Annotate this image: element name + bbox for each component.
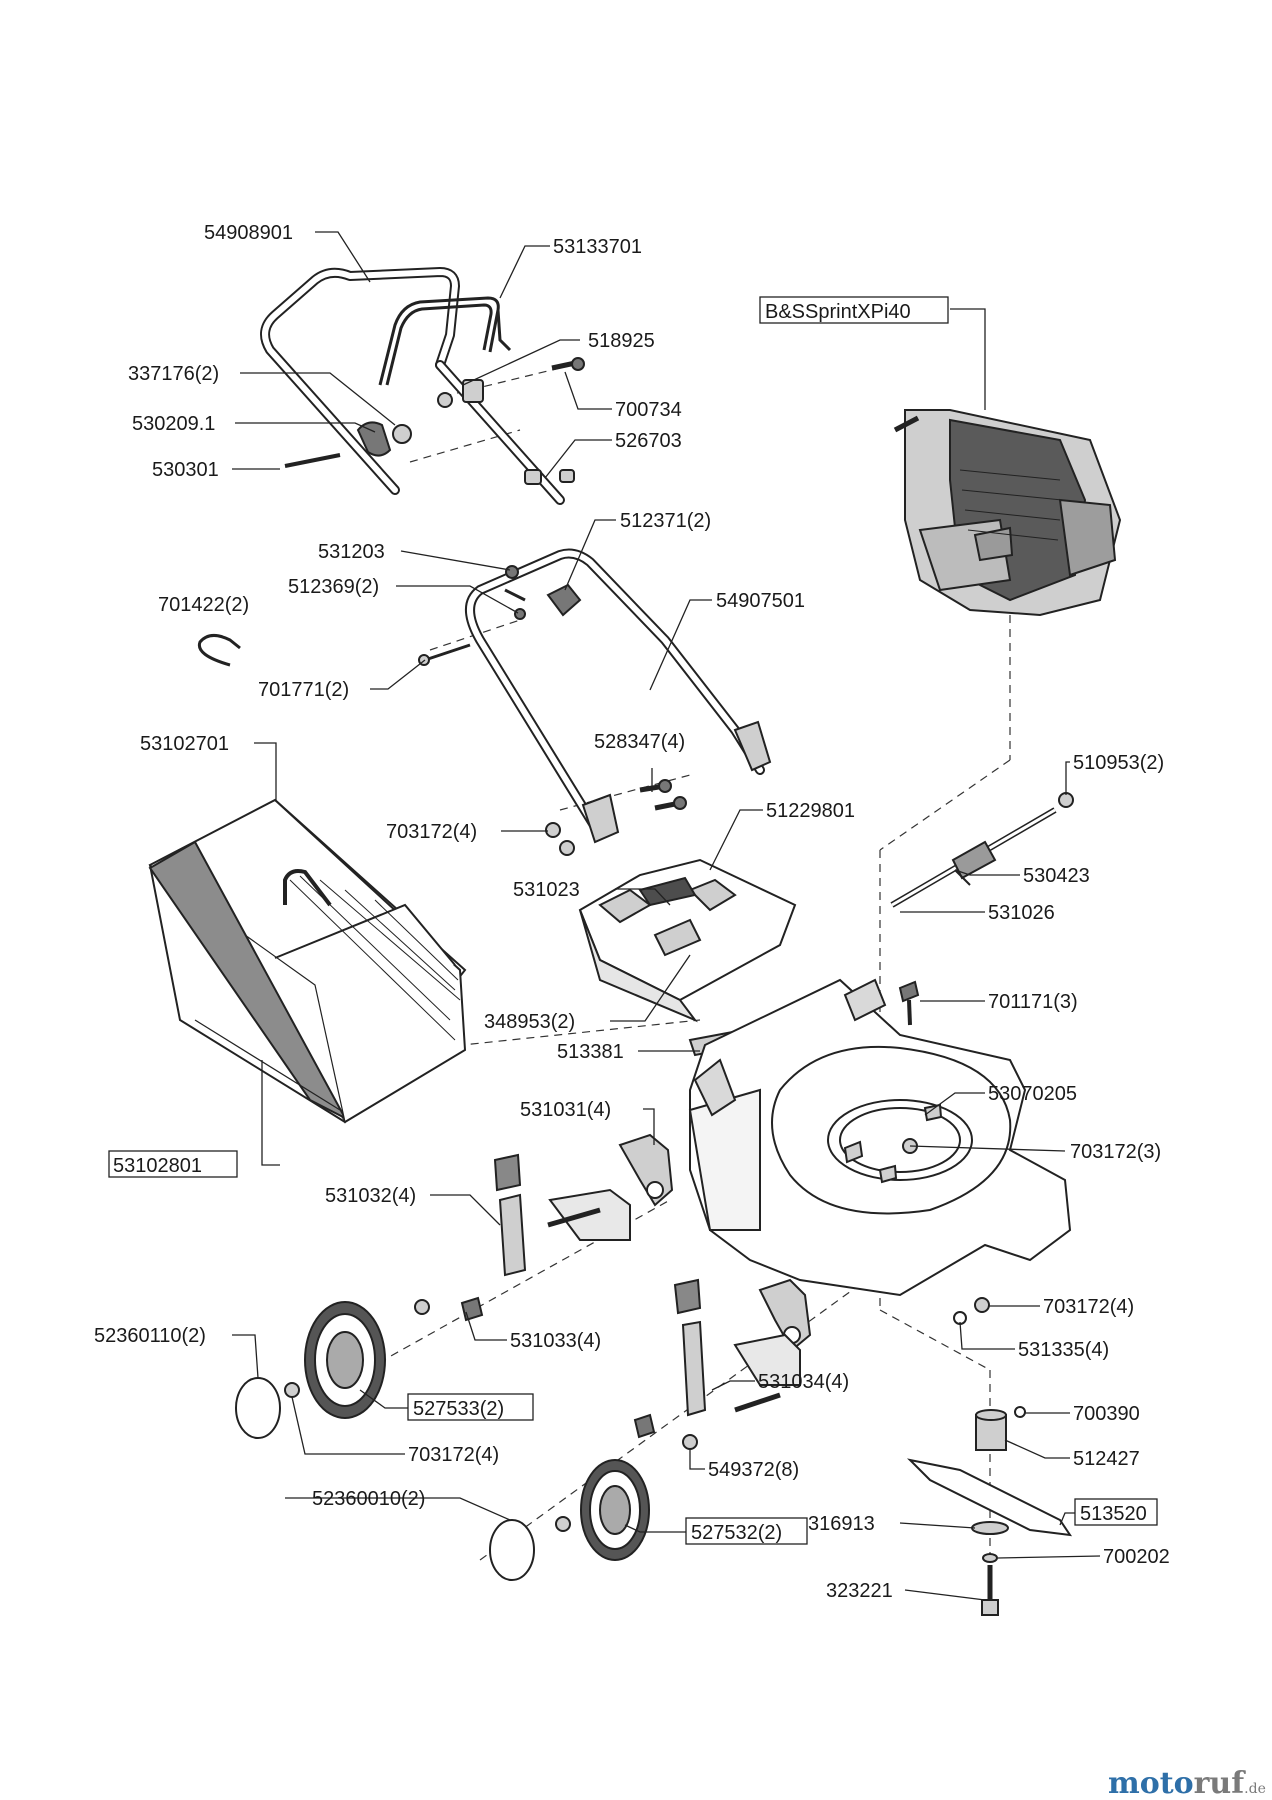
handle-bolts <box>545 779 687 856</box>
label-700390: 700390 <box>1073 1403 1140 1425</box>
label-703172-c: 703172(4) <box>1043 1296 1134 1318</box>
label-549372: 549372(8) <box>708 1459 799 1481</box>
svg-text:motoruf.de: motoruf.de <box>1108 1766 1266 1800</box>
label-53133701: 53133701 <box>553 236 642 258</box>
clip-part <box>197 634 241 667</box>
label-531203: 531203 <box>318 541 385 563</box>
label-510953: 510953(2) <box>1073 752 1164 774</box>
label-530423: 530423 <box>1023 865 1090 887</box>
lower-handle-part <box>418 548 772 844</box>
label-52360010: 52360010(2) <box>312 1488 425 1510</box>
label-512371: 512371(2) <box>620 510 711 532</box>
front-hubcap-part <box>489 1519 535 1581</box>
label-528347: 528347(4) <box>594 731 685 753</box>
label-531031: 531031(4) <box>520 1099 611 1121</box>
label-513520: 513520 <box>1080 1503 1147 1525</box>
label-701171: 701171(3) <box>988 991 1078 1013</box>
watermark-tld: .de <box>1244 1781 1266 1797</box>
label-53102701: 53102701 <box>140 733 229 755</box>
label-703172-d: 703172(4) <box>408 1444 499 1466</box>
upper-handle-part <box>260 267 565 505</box>
axle-part <box>890 792 1074 908</box>
label-530301: 530301 <box>152 459 219 481</box>
label-513381: 513381 <box>557 1041 624 1063</box>
grass-catcher-part <box>148 798 467 1124</box>
label-703172-a: 703172(4) <box>386 821 477 843</box>
watermark-brand-b: ruf <box>1194 1766 1247 1800</box>
label-527532: 527532(2) <box>691 1522 782 1544</box>
label-53102801: 53102801 <box>113 1155 202 1177</box>
engine-part <box>893 409 1122 617</box>
rear-wheel-part <box>284 1301 386 1419</box>
label-54908901: 54908901 <box>204 222 293 244</box>
label-530209-1: 530209.1 <box>132 413 215 435</box>
front-wheel-part <box>555 1459 650 1561</box>
label-531033: 531033(4) <box>510 1330 601 1352</box>
deck-bolt-part <box>898 980 920 1026</box>
label-337176: 337176(2) <box>128 363 219 385</box>
watermark-brand-a: moto <box>1108 1766 1194 1800</box>
boxed-label-frames <box>108 296 1158 1545</box>
label-526703: 526703 <box>615 430 682 452</box>
control-bar-part <box>378 296 512 386</box>
height-adjuster-parts <box>414 1133 812 1450</box>
top-small-parts <box>284 357 585 485</box>
part-number-labels: 54908901 53133701 518925 337176(2) 70073… <box>94 222 1170 1602</box>
label-531023: 531023 <box>513 879 580 901</box>
label-52360110: 52360110(2) <box>94 1325 206 1347</box>
label-53070205: 53070205 <box>988 1083 1077 1105</box>
watermark-logo: motoruf.de <box>1108 1766 1266 1800</box>
label-518925: 518925 <box>588 330 655 352</box>
mower-deck-part <box>688 978 1072 1297</box>
label-703172-b: 703172(3) <box>1070 1141 1161 1163</box>
label-316913: 316913 <box>808 1513 875 1535</box>
label-54907501: 54907501 <box>716 590 805 612</box>
label-512427: 512427 <box>1073 1448 1140 1470</box>
nut-part <box>974 1297 990 1313</box>
label-512369: 512369(2) <box>288 576 379 598</box>
label-engine: B&SSprintXPi40 <box>765 301 911 323</box>
label-527533: 527533(2) <box>413 1398 504 1420</box>
label-323221: 323221 <box>826 1580 893 1602</box>
label-531032: 531032(4) <box>325 1185 416 1207</box>
leader-lines <box>232 231 1101 1601</box>
label-531026: 531026 <box>988 902 1055 924</box>
label-531335: 531335(4) <box>1018 1339 1109 1361</box>
blade-assembly-part <box>906 1406 1073 1616</box>
label-51229801: 51229801 <box>766 800 855 822</box>
label-701771: 701771(2) <box>258 679 349 701</box>
rear-hubcap-part <box>235 1377 281 1439</box>
label-531034: 531034(4) <box>758 1371 849 1393</box>
rear-flap-part <box>578 858 797 1023</box>
label-700734: 700734 <box>615 399 682 421</box>
label-700202: 700202 <box>1103 1546 1170 1568</box>
label-348953: 348953(2) <box>484 1011 575 1033</box>
label-701422: 701422(2) <box>158 594 249 616</box>
